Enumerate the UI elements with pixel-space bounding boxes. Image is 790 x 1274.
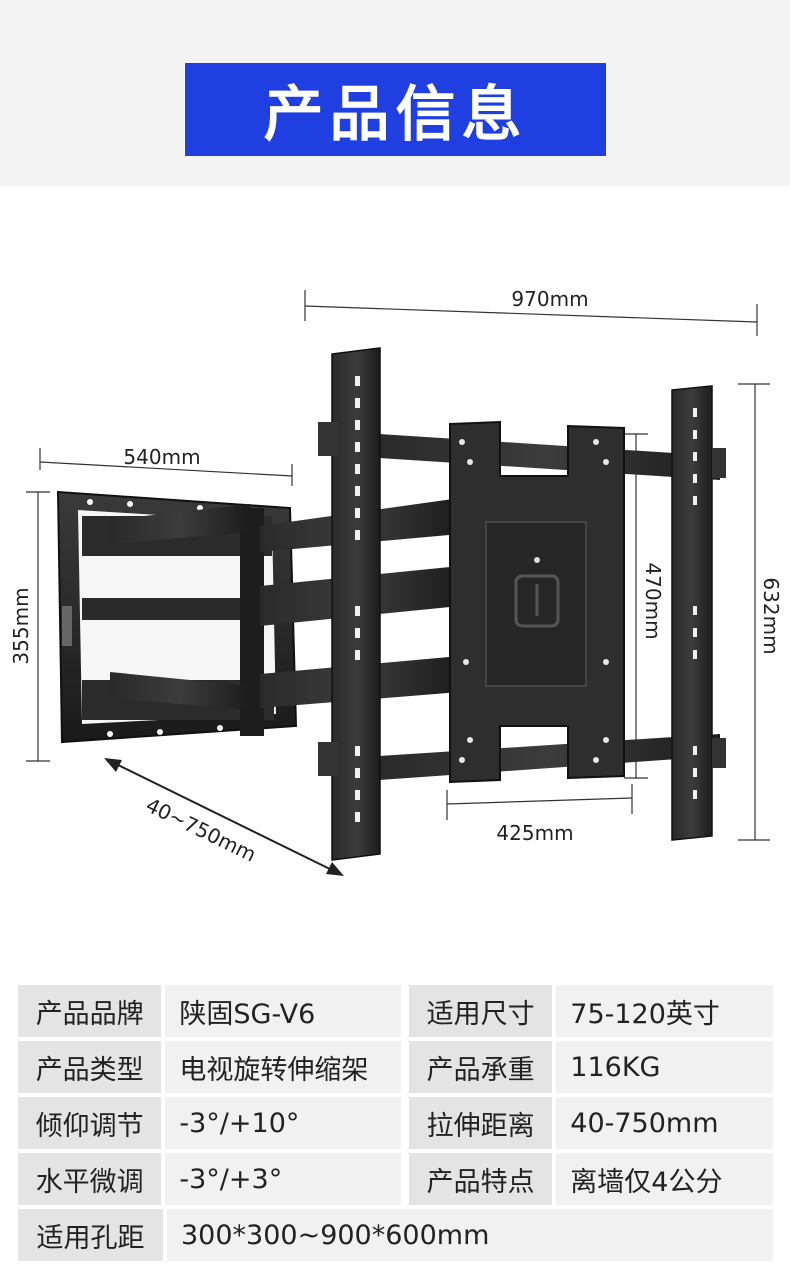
spec-key: 倾仰调节	[18, 1097, 162, 1149]
spec-key: 产品承重	[408, 1041, 553, 1093]
vesa-plate	[449, 420, 625, 784]
dim-632-label: 632mm	[759, 577, 783, 654]
spec-key: 适用孔距	[18, 1209, 163, 1261]
dim-970-label: 970mm	[511, 287, 588, 311]
right-rail	[671, 385, 726, 841]
product-diagram: 970mm 540mm 355mm 632mm 470m	[0, 186, 790, 976]
spec-value: 300*300~900*600mm	[167, 1209, 773, 1261]
table-row: 产品类型 电视旋转伸缩架 产品承重 116KG	[18, 1041, 773, 1093]
dimension-970: 970mm	[304, 287, 758, 336]
title-banner: 产品信息	[185, 63, 606, 156]
spec-value: 116KG	[556, 1041, 773, 1093]
spec-value: 离墙仅4公分	[556, 1153, 773, 1205]
table-row: 倾仰调节 -3°/+10° 拉伸距离 40-750mm	[18, 1097, 773, 1149]
spec-value: -3°/+3°	[165, 1153, 401, 1205]
dim-extension-label: 40~750mm	[142, 793, 260, 867]
spec-key: 水平微调	[18, 1153, 162, 1205]
dim-355-label: 355mm	[9, 587, 33, 664]
spec-value: 陕固SG-V6	[165, 985, 401, 1037]
left-rail	[318, 347, 381, 861]
dim-540-label: 540mm	[123, 445, 200, 469]
spec-key: 产品特点	[408, 1153, 553, 1205]
table-row: 产品品牌 陕固SG-V6 适用尺寸 75-120英寸	[18, 985, 773, 1037]
spec-table: 产品品牌 陕固SG-V6 适用尺寸 75-120英寸 产品类型 电视旋转伸缩架 …	[18, 985, 773, 1265]
spec-key: 拉伸距离	[408, 1097, 553, 1149]
spec-value: 电视旋转伸缩架	[165, 1041, 401, 1093]
header-band: 产品信息	[0, 0, 790, 186]
dimension-540: 540mm	[39, 445, 293, 486]
dimension-632: 632mm	[738, 383, 783, 841]
table-row: 适用孔距 300*300~900*600mm	[18, 1209, 773, 1261]
spec-value: 75-120英寸	[556, 985, 773, 1037]
spec-key: 适用尺寸	[408, 985, 553, 1037]
spec-key: 产品类型	[18, 1041, 162, 1093]
dim-425-label: 425mm	[496, 821, 573, 845]
spec-value: -3°/+10°	[165, 1097, 401, 1149]
page-title: 产品信息	[263, 80, 528, 150]
dim-470-label: 470mm	[641, 562, 665, 639]
table-row: 水平微调 -3°/+3° 产品特点 离墙仅4公分	[18, 1153, 773, 1205]
dimension-355: 355mm	[9, 491, 50, 762]
dimension-470: 470mm	[624, 433, 665, 779]
spec-value: 40-750mm	[556, 1097, 773, 1149]
dimension-425: 425mm	[446, 784, 633, 845]
spec-key: 产品品牌	[18, 985, 162, 1037]
mount-illustration: 970mm 540mm 355mm 632mm 470m	[9, 287, 783, 876]
dimension-extension: 40~750mm	[104, 758, 344, 876]
